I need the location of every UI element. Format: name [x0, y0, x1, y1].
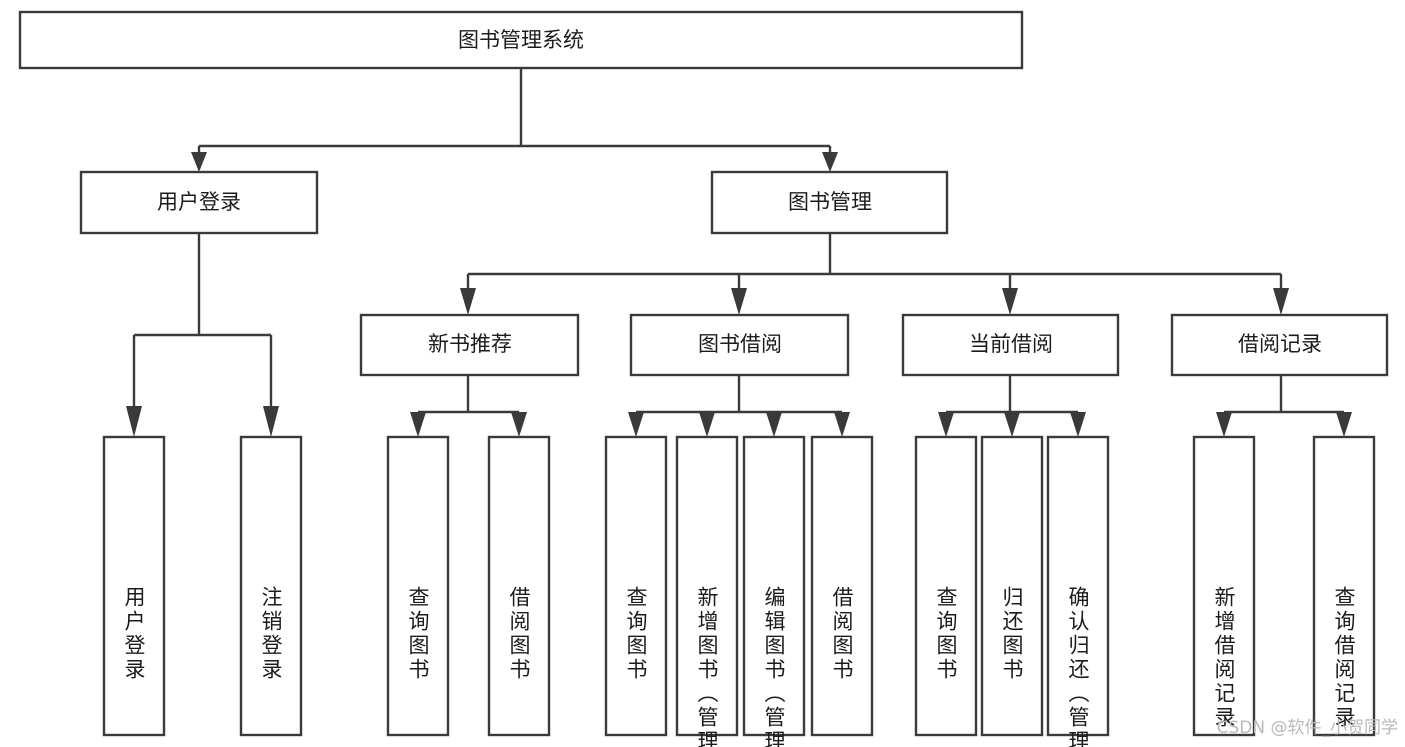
arrow-head-leaf-confirm-return — [1070, 412, 1086, 437]
node-leaf-add-record[interactable]: 新增借阅记录 — [1192, 435, 1256, 737]
node-user-login[interactable]: 用户登录 — [79, 170, 319, 235]
node-leaf-query-book-2-box[interactable] — [604, 435, 668, 737]
watermark: CSDN @软件_小贺同学 — [1217, 718, 1398, 738]
node-leaf-add-record-label: 新增借阅记录 — [1212, 586, 1236, 730]
arrow-head-user-login — [191, 152, 207, 172]
node-leaf-add-book-label: 新增图书（管理员） — [695, 586, 719, 747]
arrow-head-leaf-add-record — [1216, 412, 1232, 437]
node-leaf-add-book-box[interactable] — [675, 435, 739, 737]
node-book-management-box[interactable] — [710, 170, 949, 235]
node-leaf-edit-book-box[interactable] — [742, 435, 806, 737]
node-current-borrow-box[interactable] — [901, 313, 1120, 377]
connector-group-root — [191, 68, 838, 172]
node-borrow-record-box[interactable] — [1170, 313, 1389, 377]
node-leaf-logout-login-box[interactable] — [239, 435, 303, 737]
node-leaf-borrow-book-2-box[interactable] — [810, 435, 874, 737]
node-leaf-return-book-box[interactable] — [980, 435, 1044, 737]
node-new-book-recommend-box[interactable] — [359, 313, 580, 377]
node-leaf-borrow-book-1-label: 借阅图书 — [507, 586, 531, 682]
node-user-login-label: 用户登录 — [157, 190, 241, 214]
arrow-head-leaf-borrow-book-1 — [511, 412, 527, 437]
node-leaf-query-book-2[interactable]: 查询图书 — [604, 435, 668, 737]
arrow-head-leaf-query-record — [1336, 412, 1352, 437]
node-book-management[interactable]: 图书管理 — [710, 170, 949, 235]
node-leaf-query-record-box[interactable] — [1312, 435, 1376, 737]
arrow-head-leaf-query-book-2 — [628, 412, 644, 437]
node-leaf-confirm-return[interactable]: 确认归还（管理员） — [1046, 435, 1110, 747]
node-leaf-borrow-book-2[interactable]: 借阅图书 — [810, 435, 874, 737]
node-leaf-edit-book-label: 编辑图书（管理员） — [762, 586, 786, 747]
node-root[interactable]: 图书管理系统 — [18, 10, 1024, 70]
arrow-head-book-borrow — [731, 288, 747, 315]
node-leaf-user-login-box[interactable] — [102, 435, 166, 737]
node-current-borrow[interactable]: 当前借阅 — [901, 313, 1120, 377]
connector-group-book-borrow — [628, 375, 850, 437]
node-leaf-query-book-3-box[interactable] — [914, 435, 978, 737]
node-current-borrow-label: 当前借阅 — [969, 332, 1053, 356]
node-user-login-box[interactable] — [79, 170, 319, 235]
node-leaf-return-book-label: 归还图书 — [1000, 586, 1024, 682]
connector-group-user-login — [126, 233, 279, 437]
arrow-head-leaf-edit-book — [766, 412, 782, 437]
arrow-head-leaf-query-book-3 — [938, 412, 954, 437]
node-leaf-query-record[interactable]: 查询借阅记录 — [1312, 435, 1376, 737]
node-leaf-edit-book[interactable]: 编辑图书（管理员） — [742, 435, 806, 747]
connector-group-borrow-record — [1216, 375, 1352, 437]
node-leaf-borrow-book-2-label: 借阅图书 — [830, 586, 854, 682]
arrow-head-leaf-add-book — [699, 412, 715, 437]
node-leaf-query-book-1-box[interactable] — [386, 435, 450, 737]
node-leaf-borrow-book-1[interactable]: 借阅图书 — [487, 435, 551, 737]
node-leaf-query-record-label: 查询借阅记录 — [1332, 586, 1356, 730]
node-leaf-return-book[interactable]: 归还图书 — [980, 435, 1044, 737]
node-new-book-recommend[interactable]: 新书推荐 — [359, 313, 580, 377]
node-leaf-logout-login-label: 注销登录 — [259, 586, 283, 682]
arrow-head-book-management — [822, 152, 838, 172]
node-leaf-logout-login[interactable]: 注销登录 — [239, 435, 303, 737]
node-root-box[interactable] — [18, 10, 1024, 70]
connector-group-book-management — [460, 233, 1289, 315]
node-leaf-query-book-1-label: 查询图书 — [406, 586, 430, 682]
node-leaf-query-book-2-label: 查询图书 — [624, 586, 648, 682]
node-leaf-confirm-return-label: 确认归还（管理员） — [1066, 586, 1090, 747]
arrow-head-leaf-logout-login — [263, 406, 279, 437]
node-root-label: 图书管理系统 — [458, 28, 584, 52]
arrow-head-borrow-record — [1273, 288, 1289, 315]
node-leaf-confirm-return-box[interactable] — [1046, 435, 1110, 737]
node-borrow-record-label: 借阅记录 — [1238, 332, 1322, 356]
node-leaf-add-record-box[interactable] — [1192, 435, 1256, 737]
node-new-book-recommend-label: 新书推荐 — [428, 332, 512, 356]
node-leaf-add-book[interactable]: 新增图书（管理员） — [675, 435, 739, 747]
node-book-borrow[interactable]: 图书借阅 — [629, 313, 850, 377]
node-borrow-record[interactable]: 借阅记录 — [1170, 313, 1389, 377]
node-leaf-query-book-3-label: 查询图书 — [934, 586, 958, 682]
arrow-head-leaf-query-book-1 — [410, 412, 426, 437]
node-book-management-label: 图书管理 — [788, 190, 872, 214]
arrow-head-current-borrow — [1002, 288, 1018, 315]
node-leaf-query-book-1[interactable]: 查询图书 — [386, 435, 450, 737]
connector-group-new-book-recommend — [410, 375, 527, 437]
arrow-head-new-book-recommend — [460, 288, 476, 315]
node-book-borrow-box[interactable] — [629, 313, 850, 377]
arrow-head-leaf-return-book — [1004, 412, 1020, 437]
connector-group-current-borrow — [938, 375, 1086, 437]
arrow-head-leaf-borrow-book-2 — [834, 412, 850, 437]
arrow-head-leaf-user-login — [126, 406, 142, 437]
node-leaf-user-login-label: 用户登录 — [122, 586, 146, 682]
node-leaf-user-login[interactable]: 用户登录 — [102, 435, 166, 737]
node-leaf-borrow-book-1-box[interactable] — [487, 435, 551, 737]
node-book-borrow-label: 图书借阅 — [698, 332, 782, 356]
node-leaf-query-book-3[interactable]: 查询图书 — [914, 435, 978, 737]
